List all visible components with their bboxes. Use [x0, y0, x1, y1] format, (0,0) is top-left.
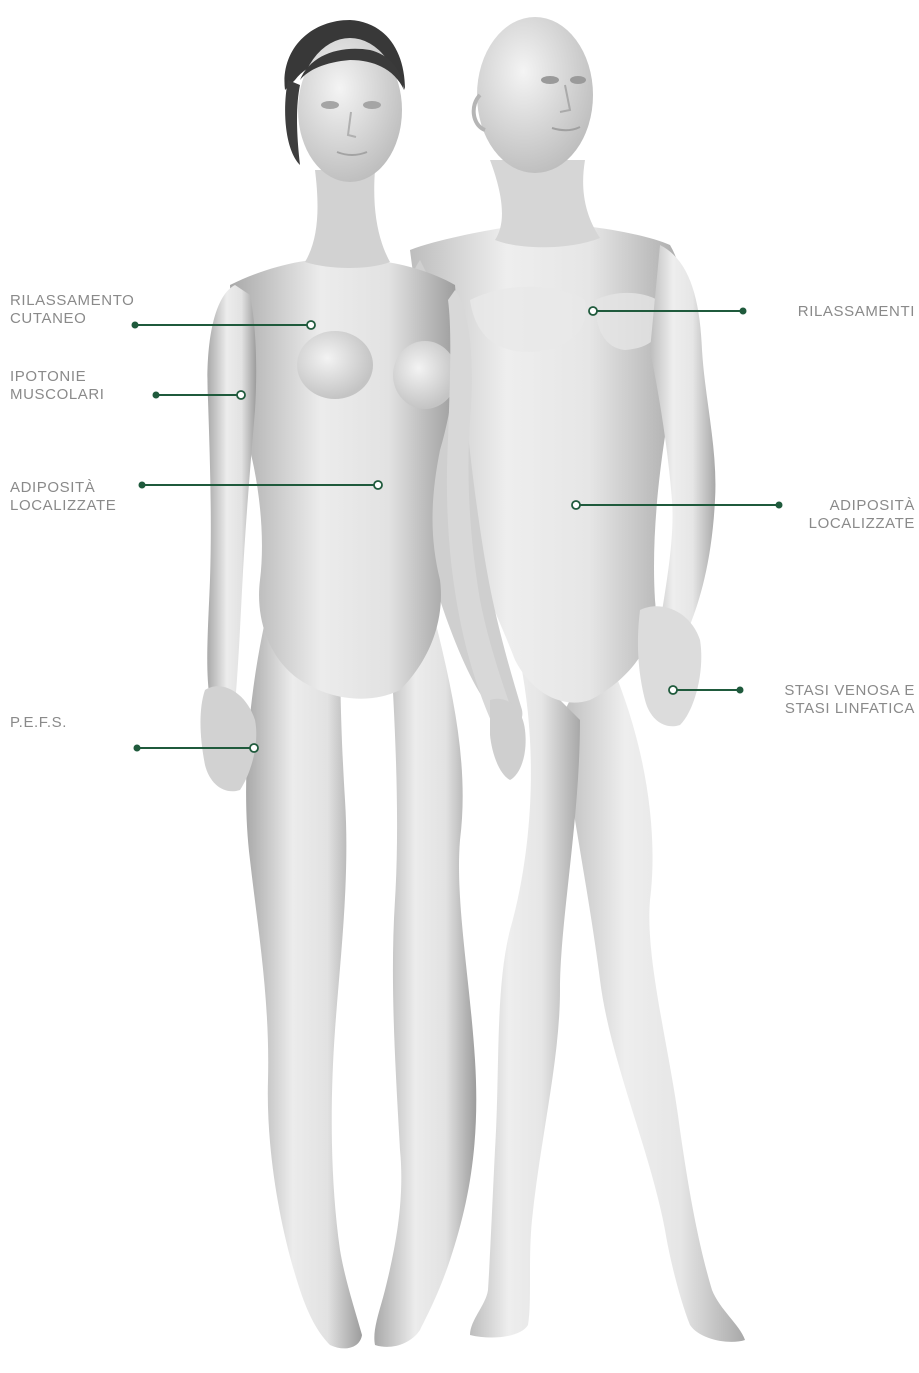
target-marker-stasi-venosa [669, 686, 677, 694]
label-adiposita-localizzate-left: ADIPOSITÀ LOCALIZZATE [10, 479, 116, 515]
target-marker-adiposita-localizzate-right [572, 501, 580, 509]
leader-dot-adiposita-localizzate-left [139, 482, 146, 489]
leader-dot-stasi-venosa [737, 687, 744, 694]
target-marker-rilassamento-cutaneo [307, 321, 315, 329]
label-pefs: P.E.F.S. [10, 714, 67, 732]
label-rilassamento-cutaneo: RILASSAMENTO CUTANEO [10, 292, 134, 328]
label-ipotonie-muscolari: IPOTONIE MUSCOLARI [10, 368, 105, 404]
target-marker-ipotonie-muscolari [237, 391, 245, 399]
target-marker-adiposita-localizzate-left [374, 481, 382, 489]
target-marker-pefs [250, 744, 258, 752]
target-marker-rilassamenti [589, 307, 597, 315]
leader-dot-ipotonie-muscolari [153, 392, 160, 399]
leader-dot-adiposita-localizzate-right [776, 502, 783, 509]
leader-dot-rilassamenti [740, 308, 747, 315]
label-stasi-venosa: STASI VENOSA E STASI LINFATICA [784, 682, 915, 718]
label-rilassamenti: RILASSAMENTI [798, 303, 915, 321]
label-adiposita-localizzate-right: ADIPOSITÀ LOCALIZZATE [809, 497, 915, 533]
leader-dot-pefs [134, 745, 141, 752]
